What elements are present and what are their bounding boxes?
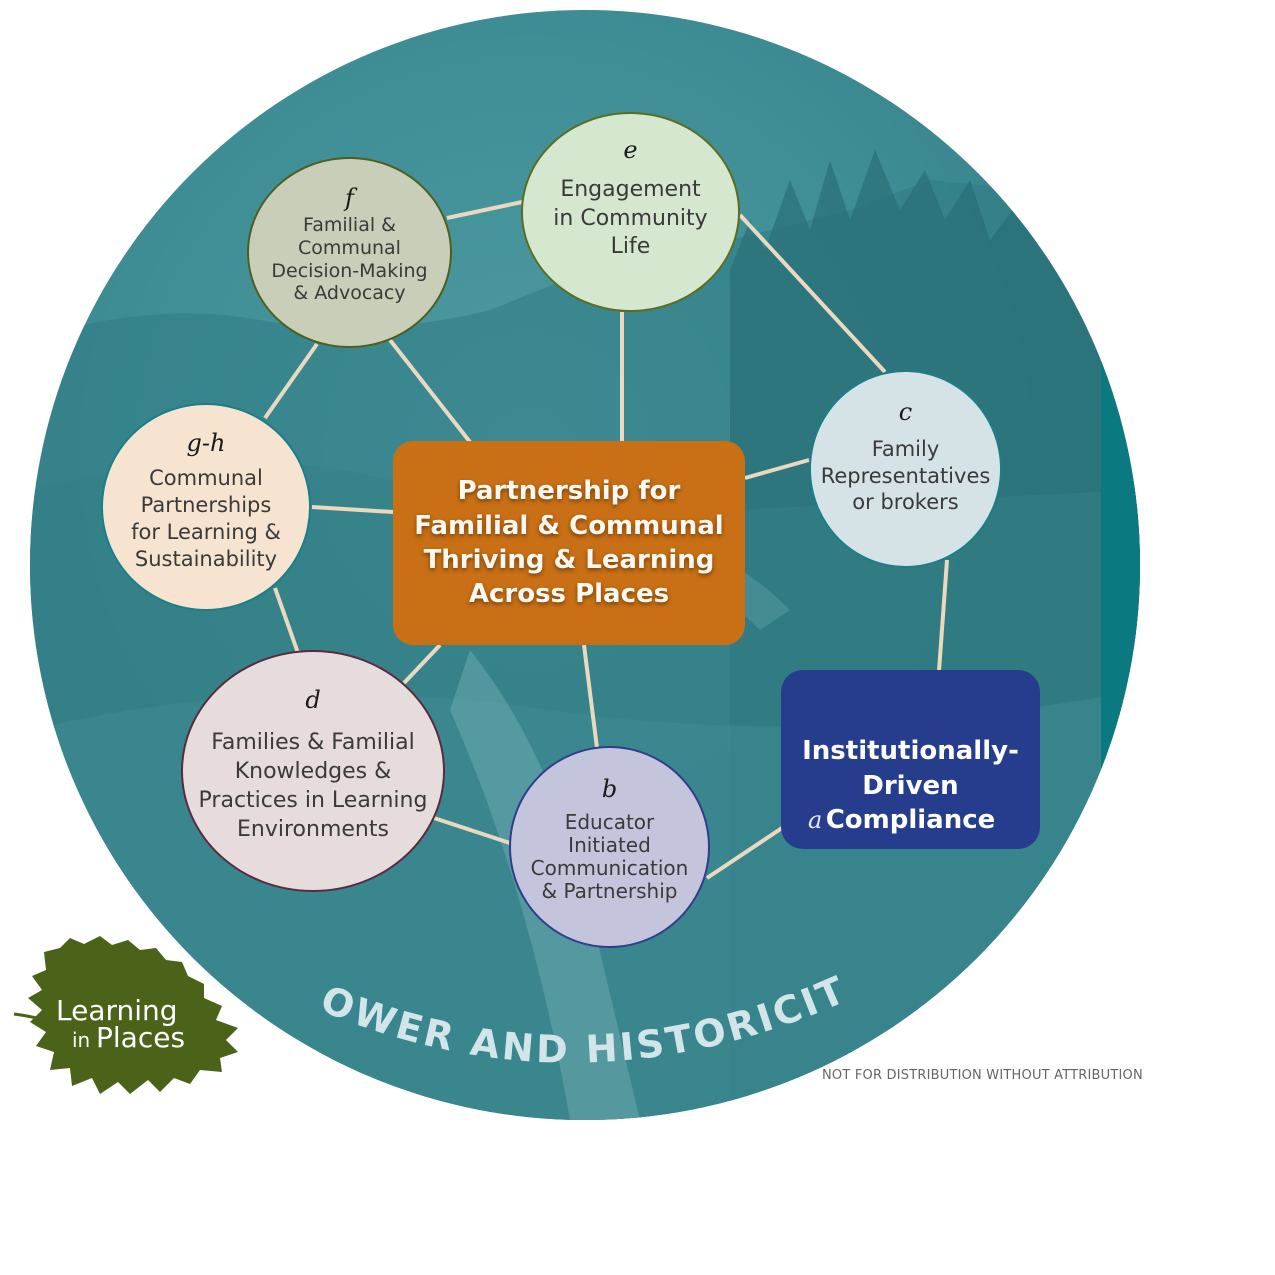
connector-b-a (705, 826, 784, 880)
connector-b-center (582, 644, 599, 749)
node-gh-label: Communal Partnerships for Learning & Sus… (131, 466, 281, 571)
node-d-families-familial-knowledges: d Families & Familial Knowledges & Pract… (181, 650, 445, 892)
node-f-letter: f (345, 183, 354, 212)
logo-word-learning: Learning (56, 994, 178, 1027)
node-c-family-representatives: c Family Representatives or brokers (809, 370, 1002, 568)
node-e-label: Engagement in Community Life (553, 177, 708, 260)
connector-f-e (446, 200, 523, 220)
connector-f-gh (263, 342, 319, 420)
node-gh-letter: g-h (186, 429, 226, 458)
connector-d-b (433, 816, 511, 845)
connector-e-c (738, 213, 887, 374)
node-f-label: Familial & Communal Decision-Making & Ad… (271, 213, 428, 305)
teal-side-band (1101, 10, 1140, 1120)
connector-d-center (402, 643, 442, 685)
node-d-label: Families & Familial Knowledges & Practic… (198, 729, 428, 843)
node-d-letter: d (305, 685, 321, 714)
node-b-label: Educator Initiated Communication & Partn… (530, 810, 689, 903)
node-f-familial-communal-decision-making: f Familial & Communal Decision-Making & … (247, 157, 452, 348)
connector-f-center (388, 338, 472, 444)
leaf-stem (13, 1012, 45, 1022)
node-b-educator-initiated-communication: b Educator Initiated Communication & Par… (509, 746, 710, 948)
node-gh-communal-partnerships: g-h Communal Partnerships for Learning &… (101, 403, 311, 611)
compliance-letter: a (808, 806, 823, 834)
connector-gh-center (311, 505, 394, 514)
node-c-label: Family Representatives or brokers (820, 436, 991, 515)
node-b-letter: b (601, 775, 618, 803)
leaf-icon (28, 936, 238, 1094)
logo-word-places: Places (96, 1021, 185, 1054)
node-e-engagement-community-life: e Engagement in Community Life (521, 112, 740, 312)
center-partnership-box: Partnership for Familial & Communal Thri… (393, 441, 745, 645)
compliance-label: Institutionally- Driven Compliance (802, 736, 1019, 835)
node-c-letter: c (898, 397, 913, 426)
connector-gh-d (273, 587, 300, 654)
center-partnership-label: Partnership for Familial & Communal Thri… (414, 476, 724, 610)
institutionally-driven-compliance-box: Institutionally- Driven Compliance (781, 670, 1040, 849)
logo-word-in: in (72, 1028, 90, 1052)
attribution-notice: NOT FOR DISTRIBUTION WITHOUT ATTRIBUTION (822, 1068, 1143, 1083)
node-e-letter: e (623, 136, 638, 165)
connectors (263, 200, 949, 880)
connector-c-center (744, 458, 810, 480)
connector-c-a (937, 559, 949, 672)
logo: Learning in Places (13, 936, 238, 1094)
